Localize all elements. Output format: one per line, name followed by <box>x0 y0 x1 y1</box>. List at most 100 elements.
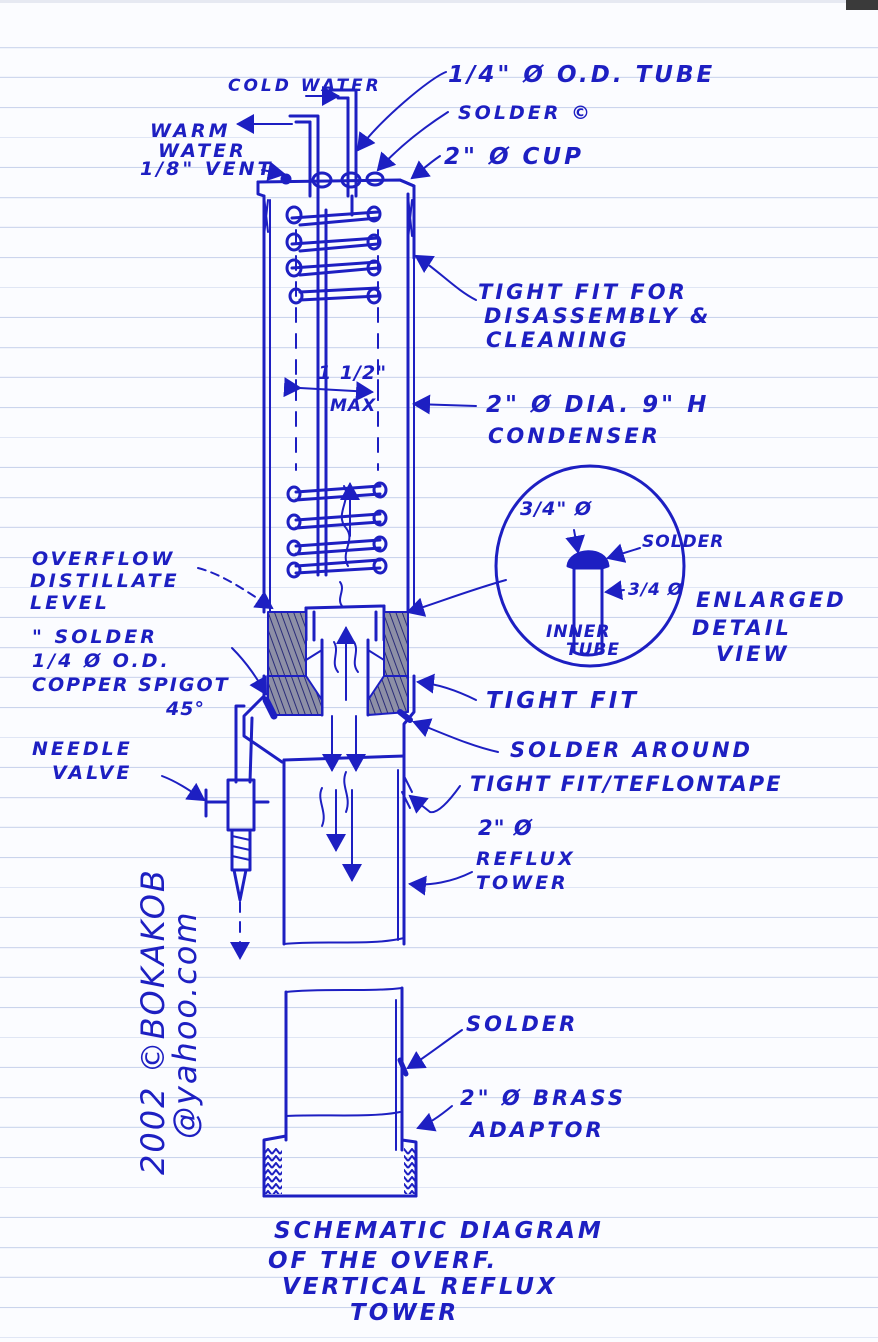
label-tight-fit-3: CLEANING <box>486 328 630 352</box>
solder-around-arrow <box>412 718 499 753</box>
label-vent: 1/8" VENT <box>140 158 274 180</box>
solder-leader <box>376 111 449 172</box>
condenser-leader <box>412 394 477 415</box>
label-max: MAX <box>330 396 377 416</box>
tight-fit-arrow <box>416 673 477 701</box>
reflux-tower-top <box>282 754 406 762</box>
vent-leader <box>261 161 286 181</box>
funnel-right <box>367 675 409 716</box>
needle-valve-knob-line <box>204 788 230 818</box>
label-solder-around: SOLDER AROUND <box>510 738 753 762</box>
label-condenser-1: 2" Ø DIA. 9" H <box>486 392 710 418</box>
inner-cup-left <box>304 606 316 642</box>
label-enlarged-2: DETAIL <box>692 616 792 640</box>
label-tube-od: 1/4" Ø O.D. TUBE <box>448 62 716 88</box>
label-detail-solder: SOLDER <box>642 532 725 552</box>
caption-line-4: TOWER <box>350 1300 460 1326</box>
threads-left <box>264 1148 282 1194</box>
top-coils <box>285 205 382 305</box>
label-tight-fit: TIGHT FIT <box>486 688 640 714</box>
label-condenser-2: CONDENSER <box>488 424 661 448</box>
reflux-arrow <box>408 871 473 896</box>
adaptor-arrow <box>416 1105 453 1132</box>
detail-dim-arrow <box>604 580 625 601</box>
label-teflon: TIGHT FIT/TEFLONTAPE <box>470 772 783 796</box>
spigot-pipe <box>234 704 254 784</box>
label-tight-fit-2: DISASSEMBLY & <box>484 304 712 328</box>
cup-leader <box>410 155 441 180</box>
needle-valve-body <box>226 778 256 832</box>
dimension-line <box>283 377 374 402</box>
page-top-edge <box>0 0 878 3</box>
teflon-arrow <box>408 785 461 814</box>
spigot-solder <box>262 696 278 720</box>
reservoir-left <box>267 611 307 677</box>
label-spigot-2: 1/4 Ø O.D. <box>32 650 171 672</box>
label-needle-1: NEEDLE <box>32 738 133 760</box>
label-reflux-2: REFLUX <box>476 848 576 870</box>
inner-cup-right <box>374 604 386 642</box>
label-reflux-3: TOWER <box>476 872 569 894</box>
label-water: WATER <box>158 140 247 162</box>
label-detail-dia: 3/4" Ø <box>520 498 593 520</box>
detail-cap-arrow <box>565 529 585 554</box>
label-tight-fit-1: TIGHT FIT FOR <box>478 280 688 304</box>
caption-line-3: VERTICAL REFLUX <box>282 1274 558 1300</box>
label-solder-c: SOLDER © <box>458 102 593 124</box>
label-enlarged-1: ENLARGED <box>696 588 847 612</box>
inner-cup-top <box>304 604 386 610</box>
label-solder-bottom: SOLDER <box>466 1012 579 1036</box>
warm-water-tube <box>288 114 320 198</box>
solder-around-ring <box>397 709 413 723</box>
solder-lower <box>397 1057 409 1077</box>
detail-to-cup-leader <box>406 579 507 617</box>
label-brass-1: 2" Ø BRASS <box>460 1086 626 1110</box>
label-overflow-1: OVERFLOW <box>32 548 176 570</box>
adaptor-seam <box>285 1111 401 1117</box>
detail-inner-tube <box>572 564 604 657</box>
label-cup: 2" Ø CUP <box>444 144 584 170</box>
tight-fit-leader <box>414 254 477 301</box>
author-credit: 2002 ©BOKAKOB @yahoo.com <box>134 868 204 1175</box>
tube-leader <box>356 71 447 152</box>
needle-valve-threads <box>231 835 251 861</box>
detail-solder-arrow <box>606 543 641 563</box>
label-detail-inner-dia: 3/4 Ø <box>628 580 684 600</box>
spigot-leader <box>231 647 267 696</box>
detail-view-circle <box>494 464 686 668</box>
caption-line-2: OF THE OVERF. <box>268 1248 499 1274</box>
page-corner-tab <box>846 0 878 10</box>
bottom-coils <box>286 481 388 579</box>
label-reflux-1: 2" Ø <box>478 816 533 840</box>
label-overflow-2: DISTILLATE <box>30 570 180 592</box>
label-inner-tube-2: TUBE <box>566 640 620 660</box>
reflux-tower-bottom <box>283 937 405 945</box>
solder-joint-right <box>365 171 385 187</box>
reservoir-right <box>383 611 409 677</box>
label-cold-water: COLD WATER <box>228 76 382 96</box>
credit-line-2: @yahoo.com <box>166 910 204 1140</box>
label-inner-tube-1: INNER <box>546 622 611 642</box>
label-spigot-1: " SOLDER <box>32 626 158 648</box>
funnel-left <box>267 675 323 716</box>
overflow-leader <box>197 567 274 610</box>
label-angle: 45° <box>166 698 205 720</box>
credit-line-1: 2002 ©BOKAKOB <box>134 868 172 1175</box>
needle-valve-tip <box>232 868 248 902</box>
solder-lower-arrow <box>406 1029 463 1070</box>
solder-joint-left <box>311 171 333 189</box>
label-needle-2: VALVE <box>52 762 133 784</box>
needle-valve-arrow <box>161 775 206 802</box>
caption-line-1: SCHEMATIC DIAGRAM <box>274 1218 604 1244</box>
label-brass-2: ADAPTOR <box>470 1118 605 1142</box>
label-enlarged-3: VIEW <box>716 642 790 666</box>
label-spacing: 1 1/2" <box>318 362 388 384</box>
lower-tube-top <box>285 987 403 993</box>
label-overflow-3: LEVEL <box>30 592 110 614</box>
solder-joint-mid <box>340 171 362 189</box>
label-spigot-3: COPPER SPIGOT <box>32 674 230 696</box>
label-warm: WARM <box>150 120 231 142</box>
vent-hole <box>280 173 292 185</box>
